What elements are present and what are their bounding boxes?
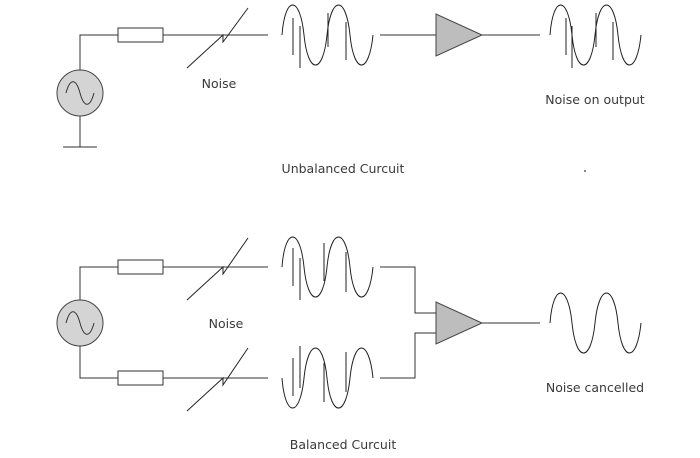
noisy-signal-wave bbox=[281, 4, 374, 68]
resistor-bottom bbox=[117, 370, 164, 386]
output-clean-wave bbox=[549, 292, 642, 354]
unbalanced-caption: Unbalanced Curcuit bbox=[281, 161, 405, 176]
noisy-signal-wave-bottom bbox=[281, 346, 374, 409]
balanced-output-label: Noise cancelled bbox=[545, 380, 645, 395]
source-sine-icon bbox=[65, 81, 95, 105]
amplifier-icon bbox=[435, 13, 484, 57]
resistor bbox=[117, 27, 164, 43]
balanced-noise-label: Noise bbox=[208, 316, 244, 331]
source-bottom-wire bbox=[79, 346, 118, 379]
unbalanced-output-label: Noise on output bbox=[545, 92, 645, 107]
amplifier-input-bottom-wire bbox=[380, 332, 436, 379]
output-noisy-wave bbox=[549, 4, 642, 68]
source-sine-icon bbox=[65, 311, 95, 335]
resistor-top bbox=[117, 259, 164, 275]
unbalanced-noise-label: Noise bbox=[201, 76, 237, 91]
unbalanced-circuit bbox=[56, 4, 642, 148]
balanced-circuit bbox=[56, 236, 642, 412]
amplifier-input-top-wire bbox=[380, 266, 436, 314]
balanced-caption: Balanced Curcuit bbox=[289, 437, 397, 452]
noise-injection-bottom-icon bbox=[186, 347, 249, 412]
stray-dot bbox=[584, 170, 586, 172]
noise-injection-icon bbox=[186, 7, 249, 69]
differential-amplifier-icon bbox=[435, 301, 484, 345]
source-top-wire bbox=[79, 34, 118, 70]
noise-injection-top-icon bbox=[186, 237, 249, 301]
noisy-signal-wave-top bbox=[281, 236, 374, 300]
source-top-wire bbox=[79, 266, 118, 300]
